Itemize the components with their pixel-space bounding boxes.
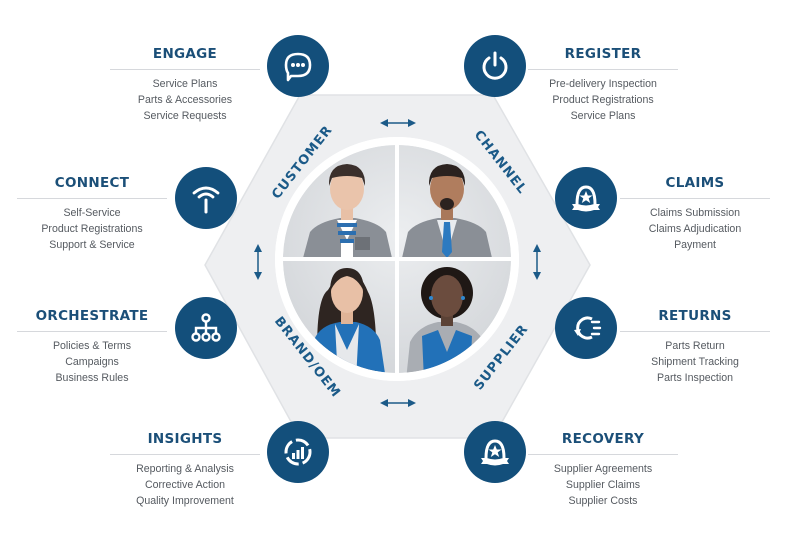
connect-title: CONNECT bbox=[54, 175, 130, 191]
engage-label: ENGAGE Service Plans Parts & Accessories… bbox=[110, 44, 260, 125]
customer-avatar bbox=[303, 164, 392, 258]
connect-item: Product Registrations bbox=[41, 223, 143, 236]
chat-bubble-icon bbox=[284, 52, 312, 82]
divider bbox=[110, 454, 260, 455]
orchestrate-node[interactable] bbox=[175, 297, 237, 359]
engage-item: Service Requests bbox=[143, 110, 227, 123]
register-node[interactable] bbox=[464, 35, 526, 97]
connect-node[interactable] bbox=[175, 167, 237, 229]
returns-item: Parts Inspection bbox=[657, 372, 733, 385]
divider bbox=[620, 198, 770, 199]
engage-item: Parts & Accessories bbox=[137, 94, 233, 107]
divider bbox=[17, 198, 167, 199]
engage-node[interactable] bbox=[267, 35, 329, 97]
orchestrate-item: Business Rules bbox=[55, 372, 129, 385]
signal-icon bbox=[192, 186, 220, 214]
badge-ribbon-icon bbox=[572, 185, 600, 212]
recovery-node[interactable] bbox=[464, 421, 526, 483]
horizontal-arrow-bottom-icon bbox=[380, 399, 416, 407]
connect-item: Support & Service bbox=[49, 239, 135, 252]
badge-ribbon-icon bbox=[481, 439, 509, 466]
recovery-item: Supplier Claims bbox=[565, 479, 641, 492]
vertical-arrow-left-icon bbox=[254, 244, 262, 280]
returns-label: RETURNS Parts Return Shipment Tracking P… bbox=[620, 306, 770, 387]
connect-item: Self-Service bbox=[63, 207, 121, 219]
register-title: REGISTER bbox=[564, 46, 642, 62]
divider bbox=[620, 331, 770, 332]
returns-node[interactable] bbox=[555, 297, 617, 359]
recovery-title: RECOVERY bbox=[561, 431, 645, 447]
recovery-item: Supplier Agreements bbox=[553, 463, 653, 475]
claims-item: Claims Adjudication bbox=[648, 223, 742, 236]
claims-title: CLAIMS bbox=[665, 175, 725, 191]
register-label: REGISTER Pre-delivery Inspection Product… bbox=[528, 44, 678, 125]
engage-title: ENGAGE bbox=[152, 46, 218, 62]
divider bbox=[110, 69, 260, 70]
insights-item: Corrective Action bbox=[144, 479, 226, 492]
recovery-item: Supplier Costs bbox=[568, 495, 638, 508]
analytics-icon bbox=[284, 438, 312, 466]
horizontal-arrow-top-icon bbox=[380, 119, 416, 127]
register-item: Pre-delivery Inspection bbox=[549, 78, 657, 90]
orchestrate-title: ORCHESTRATE bbox=[35, 308, 149, 324]
insights-item: Reporting & Analysis bbox=[136, 463, 234, 475]
orchestrate-label: ORCHESTRATE Policies & Terms Campaigns B… bbox=[17, 306, 167, 387]
insights-title: INSIGHTS bbox=[147, 431, 223, 447]
engage-item: Service Plans bbox=[152, 78, 218, 90]
returns-title: RETURNS bbox=[658, 308, 732, 324]
claims-item: Payment bbox=[674, 239, 716, 252]
insights-item: Quality Improvement bbox=[136, 495, 234, 508]
connect-label: CONNECT Self-Service Product Registratio… bbox=[17, 173, 167, 254]
recovery-label: RECOVERY Supplier Agreements Supplier Cl… bbox=[528, 429, 678, 510]
insights-node[interactable] bbox=[267, 421, 329, 483]
hierarchy-icon bbox=[191, 313, 221, 342]
power-icon bbox=[482, 51, 508, 80]
returns-item: Parts Return bbox=[665, 340, 725, 352]
vertical-arrow-right-icon bbox=[533, 244, 541, 280]
channel-avatar bbox=[402, 164, 492, 258]
returns-item: Shipment Tracking bbox=[651, 356, 739, 369]
divider bbox=[528, 454, 678, 455]
divider bbox=[528, 69, 678, 70]
orchestrate-item: Campaigns bbox=[65, 356, 119, 369]
divider bbox=[17, 331, 167, 332]
claims-item: Claims Submission bbox=[649, 207, 741, 219]
claims-label: CLAIMS Claims Submission Claims Adjudica… bbox=[620, 173, 770, 254]
register-item: Product Registrations bbox=[552, 94, 654, 107]
insights-label: INSIGHTS Reporting & Analysis Corrective… bbox=[110, 429, 260, 510]
return-cycle-icon bbox=[574, 316, 602, 340]
register-item: Service Plans bbox=[570, 110, 636, 123]
orchestrate-item: Policies & Terms bbox=[52, 340, 132, 352]
claims-node[interactable] bbox=[555, 167, 617, 229]
